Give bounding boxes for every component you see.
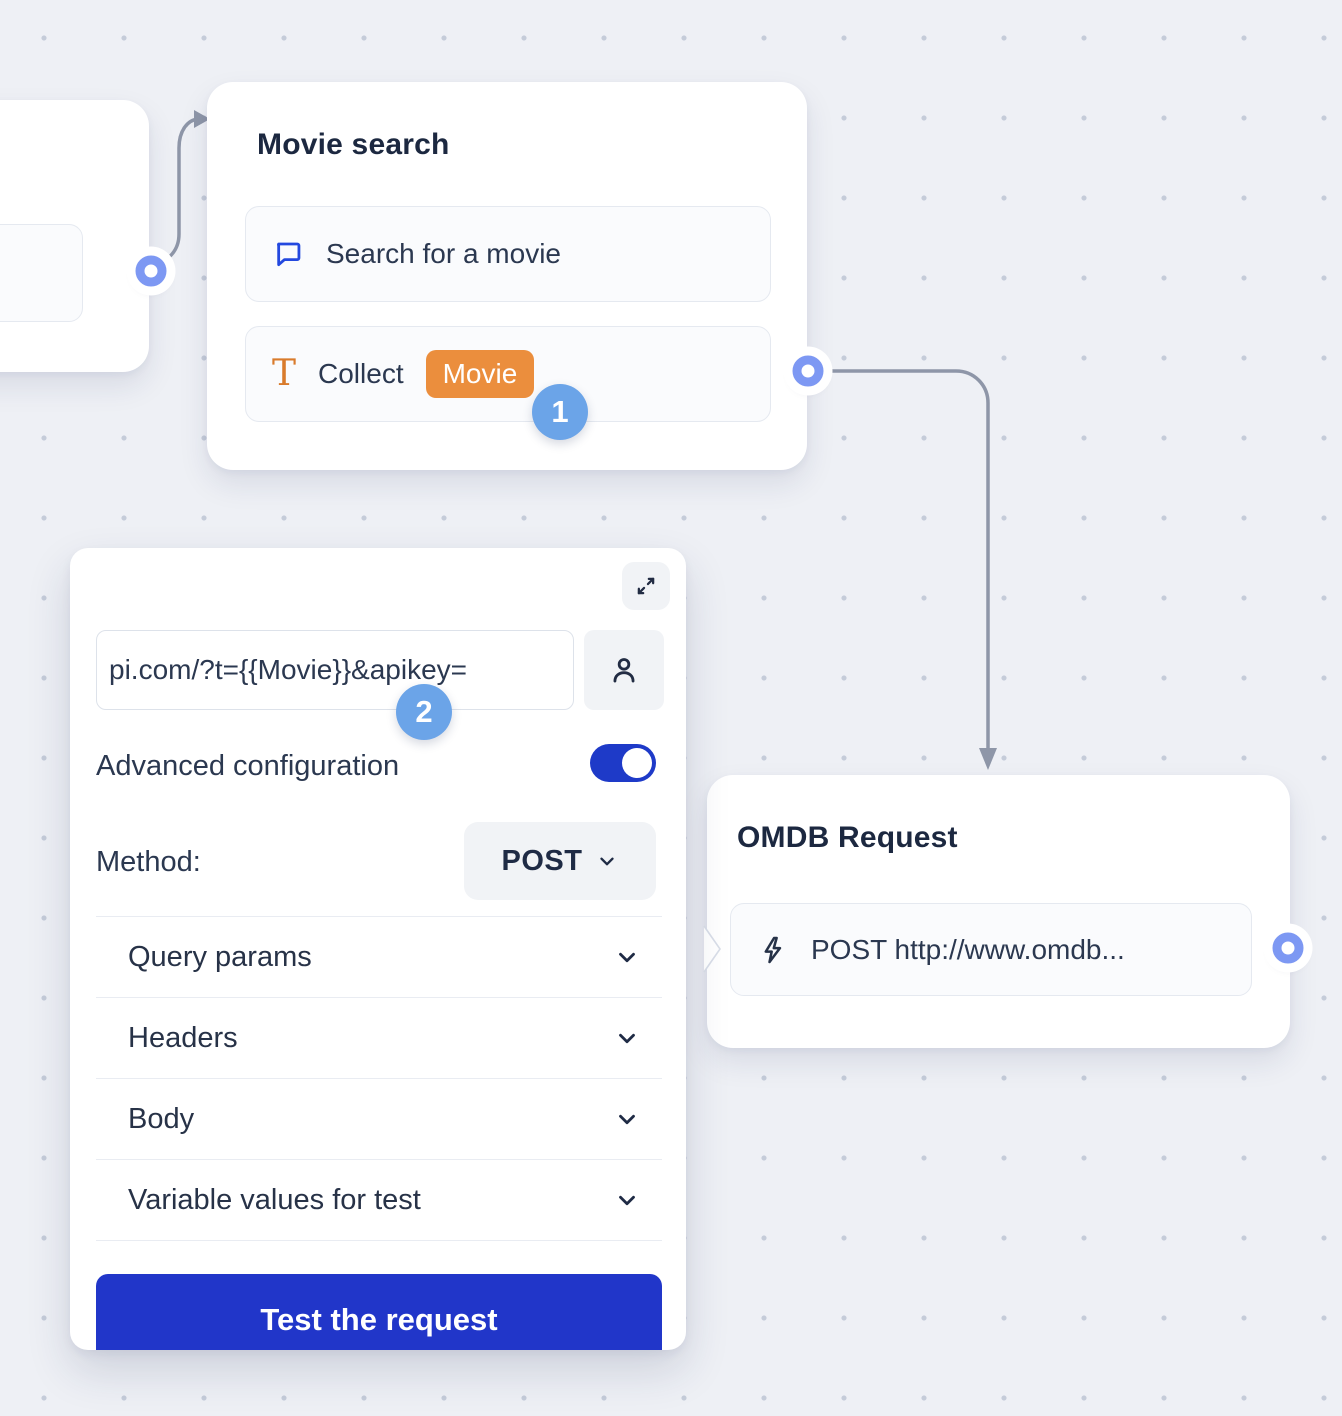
chevron-down-icon [619, 1114, 635, 1125]
method-select[interactable]: POST [464, 822, 656, 900]
chevron-down-icon [619, 952, 635, 963]
port-left-node-output[interactable] [135, 255, 167, 287]
expand-icon [637, 577, 655, 595]
movie-search-item-collect[interactable]: T Collect Movie [245, 326, 771, 422]
method-value: POST [501, 844, 583, 877]
section-label: Variable values for test [128, 1183, 421, 1216]
omdb-item-request[interactable]: POST http://www.omdb... [730, 903, 1252, 996]
test-request-button[interactable]: Test the request [96, 1274, 662, 1350]
node-left-partial[interactable] [0, 100, 149, 372]
item-label: POST http://www.omdb... [811, 933, 1125, 965]
item-label: Collect [318, 358, 404, 389]
section-label: Body [128, 1102, 195, 1135]
section-row-query-params[interactable]: Query params [96, 916, 662, 997]
chat-bubble-icon [272, 238, 304, 270]
advanced-config-toggle[interactable] [590, 744, 656, 782]
section-row-variable-values[interactable]: Variable values for test [96, 1159, 662, 1241]
person-icon [613, 658, 635, 683]
movie-search-item-question[interactable]: Search for a movie [245, 206, 771, 302]
item-label: Search for a movie [326, 238, 561, 269]
lightning-icon [757, 934, 789, 966]
text-collect-icon: T [272, 353, 297, 394]
expand-button[interactable] [622, 562, 670, 610]
step-2-badge: 2 [396, 684, 452, 740]
chevron-down-icon [619, 1195, 635, 1206]
node-left-item[interactable] [0, 224, 83, 322]
step-1-badge: 1 [532, 384, 588, 440]
webhook-config-panel: Advanced configuration Method: POST Quer… [70, 548, 686, 1350]
toggle-knob [622, 748, 652, 778]
advanced-config-label: Advanced configuration [96, 750, 400, 782]
variable-badge-movie[interactable]: Movie [425, 350, 535, 398]
arrowhead-down-icon [979, 748, 997, 770]
chevron-down-icon [619, 1033, 635, 1044]
save-as-variable-button[interactable] [584, 630, 664, 710]
node-title: OMDB Request [737, 821, 958, 854]
arrowhead-right-icon [194, 110, 210, 128]
node-movie-search[interactable]: Movie search Search for a movie T Collec… [207, 82, 807, 470]
method-label: Method: [96, 846, 201, 878]
section-label: Headers [128, 1021, 238, 1054]
url-input[interactable] [96, 630, 574, 710]
connector-movie-to-omdb [826, 369, 990, 752]
node-omdb-request[interactable]: OMDB Request POST http://www.omdb... [703, 775, 1290, 1048]
input-notch-icon [703, 925, 721, 973]
node-title: Movie search [257, 128, 450, 161]
chevron-down-icon [600, 857, 615, 866]
section-row-headers[interactable]: Headers [96, 997, 662, 1078]
port-movie-search-output[interactable] [792, 355, 824, 387]
section-row-body[interactable]: Body [96, 1078, 662, 1159]
section-label: Query params [128, 940, 312, 973]
connector-left-to-movie [151, 117, 200, 268]
config-sections: Query params Headers Body Variable value… [96, 916, 662, 1241]
port-omdb-output[interactable] [1272, 932, 1304, 964]
